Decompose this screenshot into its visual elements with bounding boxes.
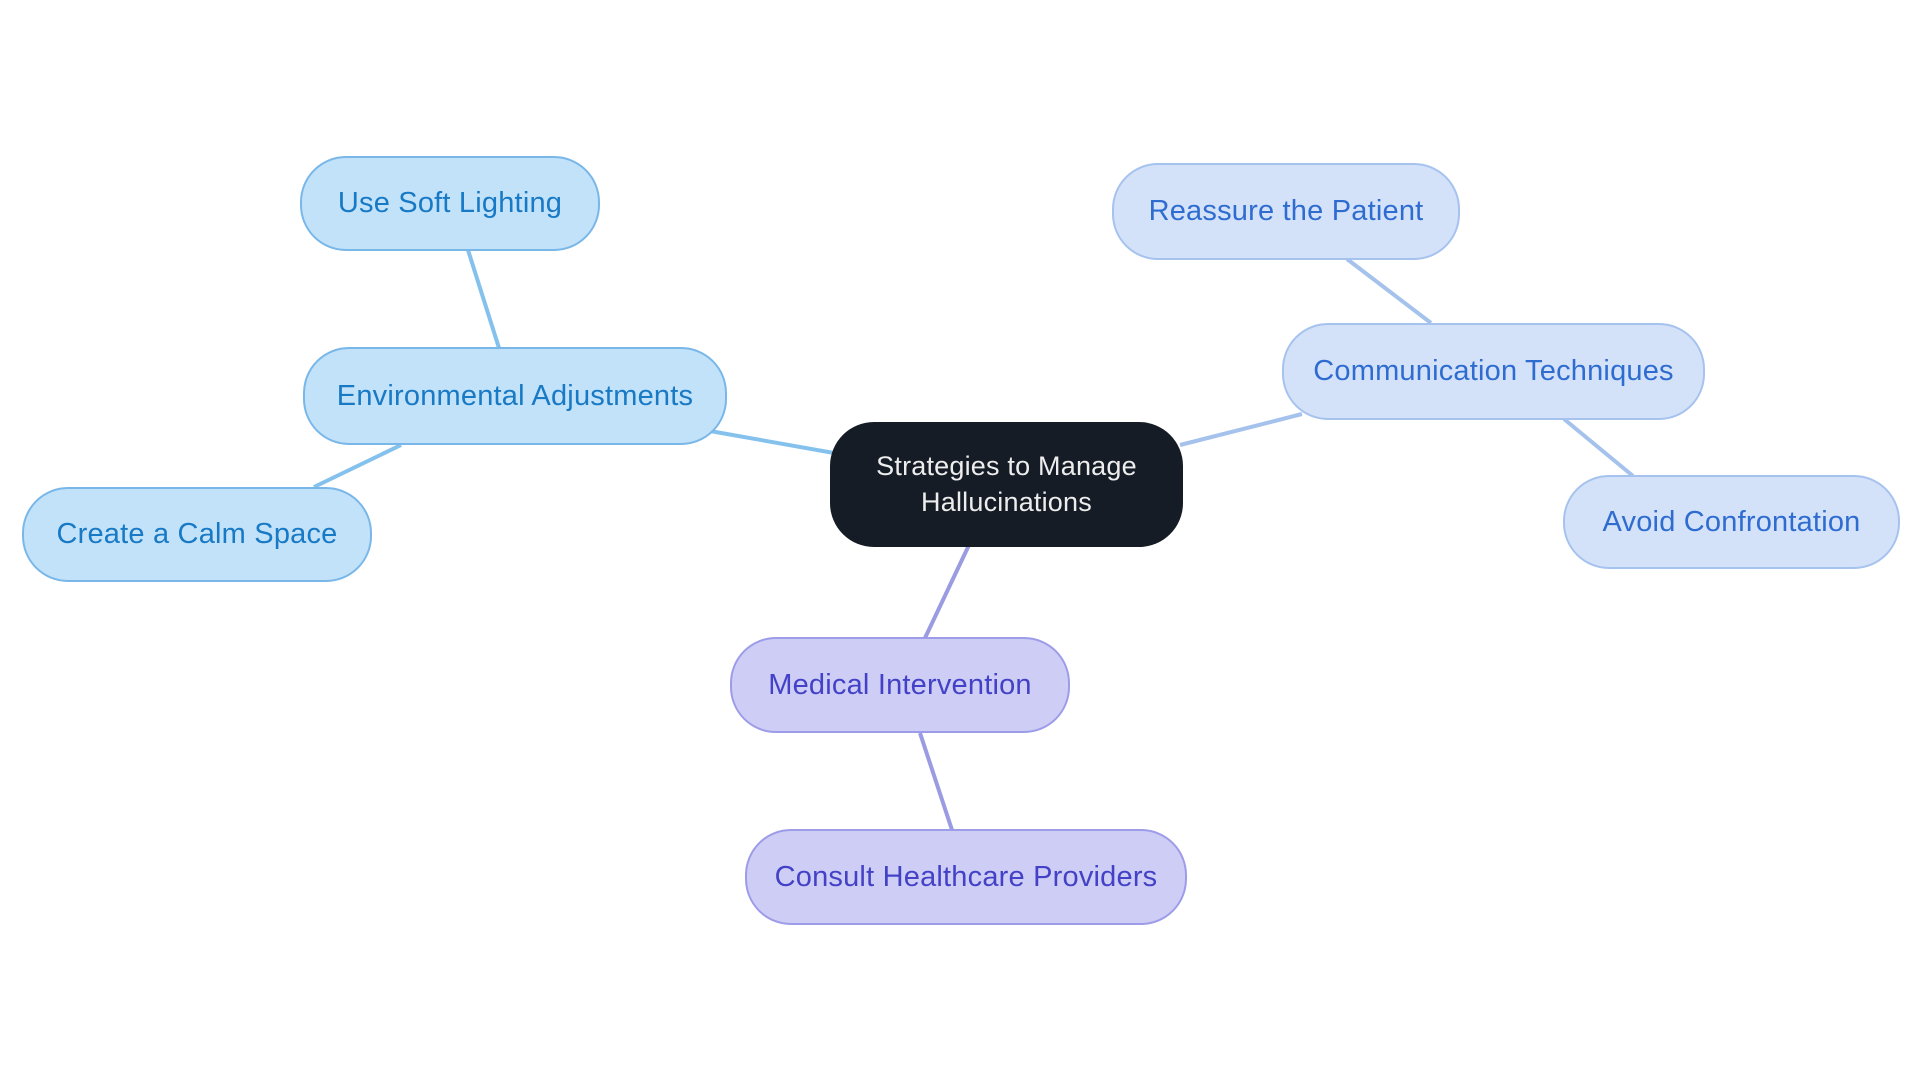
node-communication-techniques-label: Communication Techniques — [1313, 355, 1674, 387]
edge-environmental-create-calm-space — [313, 443, 402, 489]
node-consult-healthcare-providers[interactable]: Consult Healthcare Providers — [745, 829, 1187, 925]
edge-communication-avoid-confrontation — [1562, 417, 1635, 478]
edge-center-communication — [1179, 412, 1303, 447]
node-environmental-adjustments[interactable]: Environmental Adjustments — [303, 347, 727, 445]
edge-environmental-use-soft-lighting — [466, 249, 501, 349]
node-reassure-the-patient[interactable]: Reassure the Patient — [1112, 163, 1460, 260]
node-use-soft-lighting[interactable]: Use Soft Lighting — [300, 156, 600, 251]
node-use-soft-lighting-label: Use Soft Lighting — [337, 187, 563, 219]
edge-medical-consult-providers — [918, 732, 954, 831]
node-reassure-the-patient-label: Reassure the Patient — [1148, 195, 1424, 227]
node-center-strategies-label: Strategies to Manage Hallucinations — [876, 451, 1137, 517]
node-create-a-calm-space[interactable]: Create a Calm Space — [22, 487, 372, 582]
node-consult-healthcare-providers-label: Consult Healthcare Providers — [774, 860, 1158, 893]
node-create-a-calm-space-label: Create a Calm Space — [56, 518, 338, 550]
node-center-strategies[interactable]: Strategies to Manage Hallucinations — [830, 422, 1183, 547]
node-environmental-adjustments-label: Environmental Adjustments — [336, 379, 694, 412]
node-avoid-confrontation[interactable]: Avoid Confrontation — [1563, 475, 1900, 569]
node-medical-intervention-label: Medical Intervention — [768, 668, 1032, 701]
edge-center-medical — [923, 544, 971, 639]
node-avoid-confrontation-label: Avoid Confrontation — [1602, 505, 1861, 538]
node-communication-techniques[interactable]: Communication Techniques — [1282, 323, 1705, 420]
edge-communication-reassure-patient — [1345, 257, 1433, 325]
edge-center-environmental — [709, 429, 835, 455]
node-medical-intervention[interactable]: Medical Intervention — [730, 637, 1070, 733]
